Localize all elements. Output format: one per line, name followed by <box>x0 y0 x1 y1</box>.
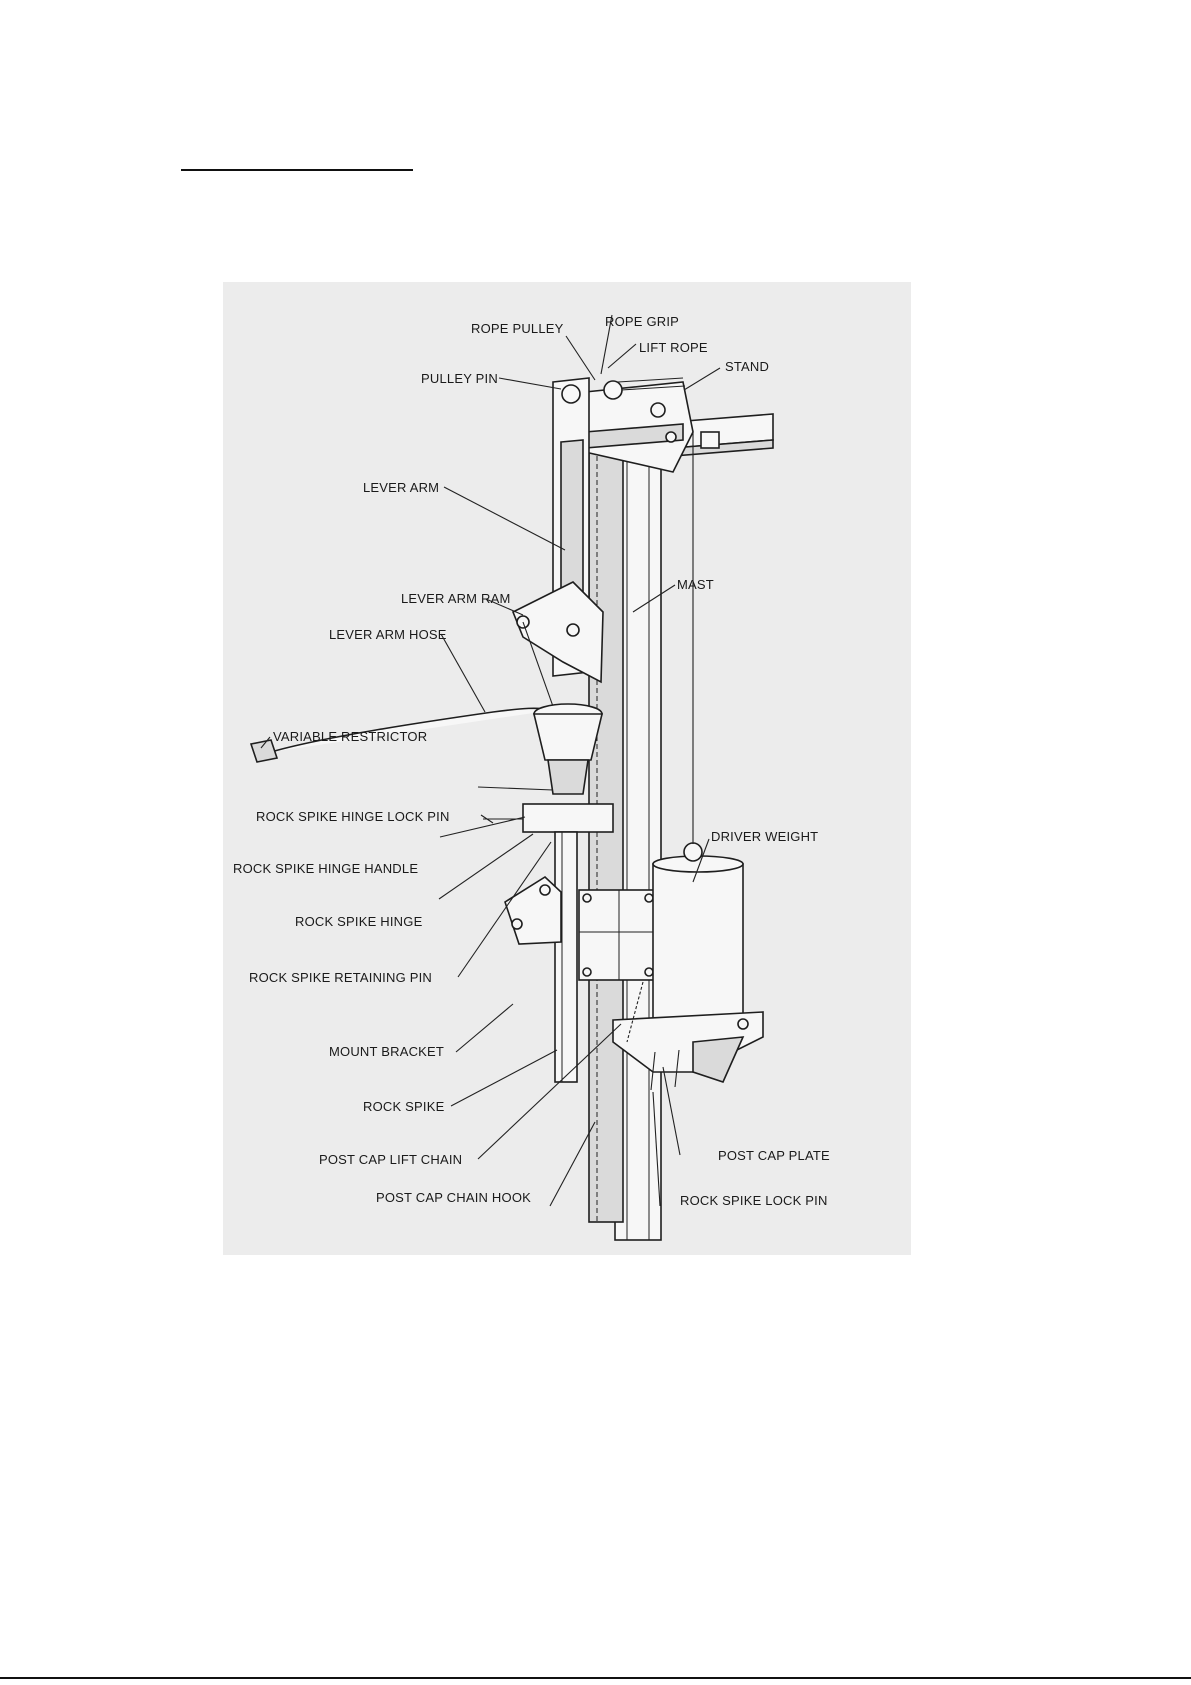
mount-bracket-part <box>504 875 562 945</box>
label-mount-bracket: MOUNT BRACKET <box>329 1044 444 1059</box>
center-bracket-part <box>578 889 658 981</box>
page-bottom-border <box>0 1677 1191 1679</box>
label-pulley-pin: PULLEY PIN <box>421 371 498 386</box>
leader-lines <box>260 314 721 1207</box>
lever-arm-ram-part <box>511 581 604 713</box>
label-rock-spike-lock-pin: ROCK SPIKE LOCK PIN <box>680 1193 828 1208</box>
label-lift-rope: LIFT ROPE <box>639 340 708 355</box>
driver-weight-part <box>652 830 744 1023</box>
label-variable-restrictor: VARIABLE RESTRICTOR <box>273 729 427 744</box>
label-rock-spike-retaining-pin: ROCK SPIKE RETAINING PIN <box>249 970 432 985</box>
post-driver-illustration: ROPE PULLEY ROPE GRIP LIFT ROPE PULLEY P… <box>233 314 830 1241</box>
label-mast: MAST <box>677 577 714 592</box>
label-rope-grip: ROPE GRIP <box>605 314 679 329</box>
post-driver-diagram: ROPE PULLEY ROPE GRIP LIFT ROPE PULLEY P… <box>223 282 911 1255</box>
label-rock-spike-hinge-lock-pin: ROCK SPIKE HINGE LOCK PIN <box>256 809 450 824</box>
heading-underline <box>181 169 413 171</box>
rock-spike-hinge-cup <box>532 703 604 795</box>
label-lever-arm-hose: LEVER ARM HOSE <box>329 627 447 642</box>
label-rock-spike-hinge: ROCK SPIKE HINGE <box>295 914 423 929</box>
label-rock-spike: ROCK SPIKE <box>363 1099 445 1114</box>
label-post-cap-lift-chain: POST CAP LIFT CHAIN <box>319 1152 462 1167</box>
rock-spike-hinge-handle-part <box>480 803 614 833</box>
post-cap-lift-chain-part <box>626 981 644 1043</box>
post-cap-plate-part <box>612 1011 764 1083</box>
label-lever-arm: LEVER ARM <box>363 480 439 495</box>
rock-spike-lock-pins <box>650 1049 680 1091</box>
label-lever-arm-ram: LEVER ARM RAM <box>401 591 511 606</box>
label-rope-pulley: ROPE PULLEY <box>471 321 564 336</box>
label-driver-weight: DRIVER WEIGHT <box>711 829 818 844</box>
label-stand: STAND <box>725 359 769 374</box>
rock-spike-part <box>554 831 578 1083</box>
lever-arm-hose-part <box>249 707 554 763</box>
label-post-cap-plate: POST CAP PLATE <box>718 1148 830 1163</box>
label-post-cap-chain-hook: POST CAP CHAIN HOOK <box>376 1190 531 1205</box>
label-rock-spike-hinge-handle: ROCK SPIKE HINGE HANDLE <box>233 861 418 876</box>
mast-part <box>588 431 662 1241</box>
